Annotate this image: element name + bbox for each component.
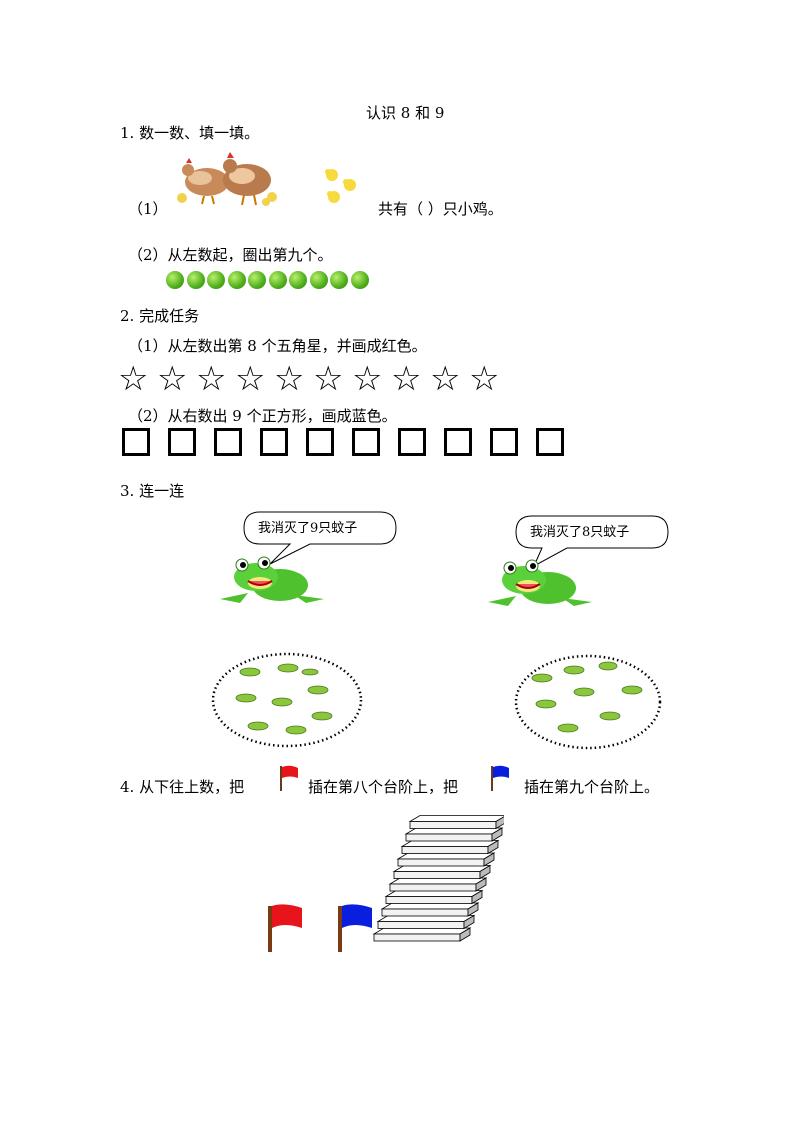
- staircase-image: [372, 815, 504, 942]
- stair-step[interactable]: [380, 902, 480, 917]
- apple[interactable]: [309, 271, 328, 289]
- stair-step[interactable]: [372, 927, 472, 942]
- q2-heading: 2. 完成任务: [120, 307, 200, 325]
- hen-2: [223, 152, 271, 206]
- q4-text-part1: 4. 从下往上数，把: [120, 778, 245, 796]
- page-title: 认识 8 和 9: [366, 104, 445, 122]
- stair-step[interactable]: [400, 839, 500, 855]
- apple[interactable]: [330, 271, 348, 289]
- star[interactable]: ☆: [235, 359, 266, 399]
- square[interactable]: [122, 428, 150, 456]
- blue-flag-small-icon: [491, 765, 509, 791]
- chick: [343, 179, 356, 191]
- apple[interactable]: [227, 271, 246, 289]
- mosquito-group-left: [211, 652, 363, 748]
- frog-right-speech: 我消灭了8只蚊子: [530, 525, 630, 540]
- apple[interactable]: [289, 271, 307, 289]
- frog-right-image: [488, 559, 592, 606]
- q4-text-part3: 插在第九个台阶上。: [524, 778, 660, 796]
- q1-part2-text: （2）从左数起，圈出第九个。: [128, 246, 333, 264]
- stair-step[interactable]: [404, 827, 504, 842]
- stair-step[interactable]: [408, 815, 504, 830]
- stair-step[interactable]: [376, 914, 476, 930]
- chicks-image: [325, 169, 356, 203]
- square[interactable]: [168, 428, 196, 456]
- q2-part1-text: （1）从左数出第 8 个五角星，并画成红色。: [128, 337, 427, 355]
- blue-flag-icon: [338, 904, 372, 952]
- square[interactable]: [260, 428, 288, 456]
- apple[interactable]: [166, 271, 184, 289]
- star[interactable]: ☆: [118, 359, 149, 399]
- star[interactable]: ☆: [274, 359, 305, 399]
- speech-bubble-right: [515, 515, 669, 568]
- star[interactable]: ☆: [352, 359, 383, 399]
- mosquito-group-right: [514, 654, 662, 750]
- apple[interactable]: [248, 271, 266, 289]
- stair-step[interactable]: [388, 877, 488, 892]
- star[interactable]: ☆: [196, 359, 227, 399]
- red-flag-icon: [268, 904, 302, 952]
- q2-part2-text: （2）从右数出 9 个正方形，画成蓝色。: [128, 407, 397, 425]
- chick: [325, 169, 338, 181]
- square[interactable]: [306, 428, 334, 456]
- q1-part1-text: 共有（ ）只小鸡。: [378, 200, 503, 218]
- hen-chicks-image: [177, 152, 277, 206]
- frog-left-image: [220, 556, 324, 603]
- q3-heading: 3. 连一连: [120, 482, 185, 500]
- square[interactable]: [490, 428, 518, 456]
- apple[interactable]: [268, 271, 287, 289]
- square[interactable]: [398, 428, 426, 456]
- q1-part1-label: （1）: [128, 200, 168, 218]
- star[interactable]: ☆: [430, 359, 461, 399]
- apple[interactable]: [186, 271, 205, 289]
- apple[interactable]: [350, 271, 369, 289]
- red-flag-small-icon: [280, 765, 298, 791]
- square[interactable]: [352, 428, 380, 456]
- stair-step[interactable]: [384, 889, 484, 905]
- apple[interactable]: [207, 271, 225, 289]
- frog-left-speech: 我消灭了9只蚊子: [258, 521, 358, 536]
- star[interactable]: ☆: [391, 359, 422, 399]
- star[interactable]: ☆: [313, 359, 344, 399]
- square[interactable]: [444, 428, 472, 456]
- hen-1: [182, 158, 229, 205]
- q1-heading: 1. 数一数、填一填。: [120, 124, 260, 142]
- square[interactable]: [214, 428, 242, 456]
- stair-step[interactable]: [396, 852, 496, 867]
- chick: [327, 191, 340, 203]
- star[interactable]: ☆: [157, 359, 188, 399]
- q4-text-part2: 插在第八个台阶上，把: [308, 778, 459, 796]
- star[interactable]: ☆: [469, 359, 500, 399]
- speech-bubble-left: [243, 511, 397, 565]
- stair-step[interactable]: [392, 864, 492, 880]
- square[interactable]: [536, 428, 564, 456]
